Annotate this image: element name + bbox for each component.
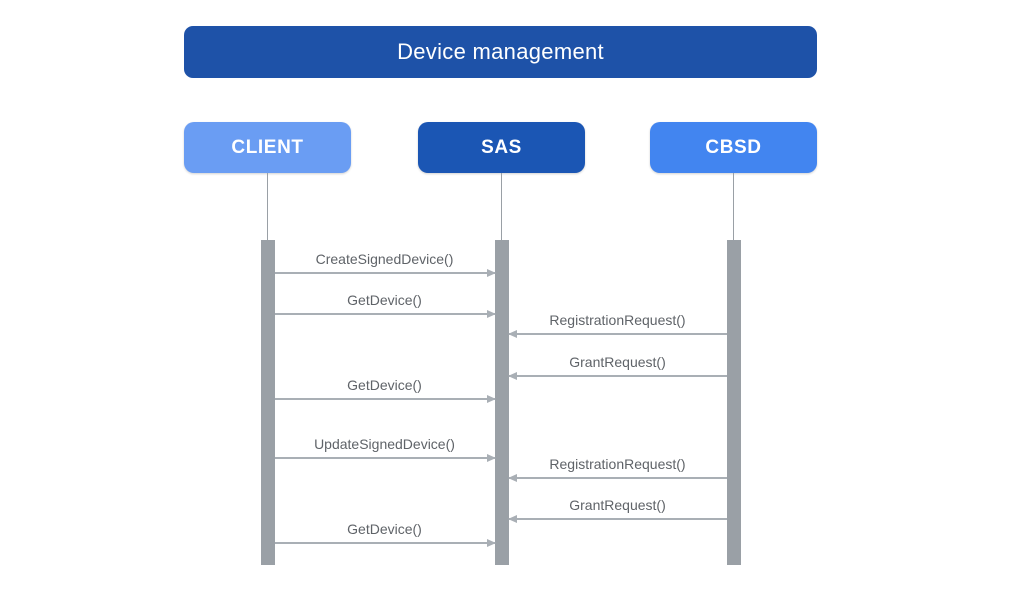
activation-bar-sas bbox=[494, 240, 509, 565]
message-arrowhead-icon bbox=[507, 371, 517, 380]
message: RegistrationRequest() bbox=[507, 455, 727, 482]
message: GrantRequest() bbox=[507, 353, 727, 380]
message-arrowhead-icon bbox=[486, 394, 496, 403]
activation-bar-client bbox=[260, 240, 275, 565]
actor-label-client: CLIENT bbox=[231, 136, 304, 158]
message-label: RegistrationRequest() bbox=[549, 312, 686, 328]
message-label: CreateSignedDevice() bbox=[315, 251, 454, 267]
message-arrow-line bbox=[274, 313, 495, 315]
message-arrow-line bbox=[508, 518, 727, 520]
lifeline-client bbox=[266, 173, 269, 242]
message: GetDevice() bbox=[274, 376, 496, 403]
message-arrow-line bbox=[508, 477, 727, 479]
message-label: GetDevice() bbox=[347, 292, 422, 308]
diagram-title: Device management bbox=[184, 26, 817, 78]
lifeline-cbsd bbox=[732, 173, 735, 242]
diagram-title-label: Device management bbox=[397, 39, 604, 64]
message-arrow-line bbox=[508, 333, 727, 335]
message-arrow-line bbox=[508, 375, 727, 377]
message-arrowhead-icon bbox=[507, 473, 517, 482]
message-label: GetDevice() bbox=[347, 377, 422, 393]
message-arrow-line bbox=[274, 457, 495, 459]
message-arrowhead-icon bbox=[507, 329, 517, 338]
message: GetDevice() bbox=[274, 291, 496, 318]
message: RegistrationRequest() bbox=[507, 311, 727, 338]
message-label: GetDevice() bbox=[347, 521, 422, 537]
lifeline-sas bbox=[500, 173, 503, 242]
message: GrantRequest() bbox=[507, 496, 727, 523]
actor-label-cbsd: CBSD bbox=[705, 136, 762, 158]
message-arrow-line bbox=[274, 272, 495, 274]
actor-box-sas: SAS bbox=[418, 122, 585, 173]
message: CreateSignedDevice() bbox=[274, 250, 496, 277]
message-label: RegistrationRequest() bbox=[549, 456, 686, 472]
message-arrowhead-icon bbox=[486, 309, 496, 318]
message-arrow-line bbox=[274, 542, 495, 544]
message-label: GrantRequest() bbox=[569, 497, 666, 513]
message-arrowhead-icon bbox=[507, 514, 517, 523]
message: GetDevice() bbox=[274, 520, 496, 547]
message-arrowhead-icon bbox=[486, 453, 496, 462]
message-arrowhead-icon bbox=[486, 538, 496, 547]
actor-label-sas: SAS bbox=[481, 136, 522, 158]
actor-box-cbsd: CBSD bbox=[650, 122, 817, 173]
message-arrowhead-icon bbox=[486, 268, 496, 277]
message: UpdateSignedDevice() bbox=[274, 435, 496, 462]
message-label: GrantRequest() bbox=[569, 354, 666, 370]
activation-bar-cbsd bbox=[726, 240, 741, 565]
message-label: UpdateSignedDevice() bbox=[314, 436, 455, 452]
message-arrow-line bbox=[274, 398, 495, 400]
actor-box-client: CLIENT bbox=[184, 122, 351, 173]
